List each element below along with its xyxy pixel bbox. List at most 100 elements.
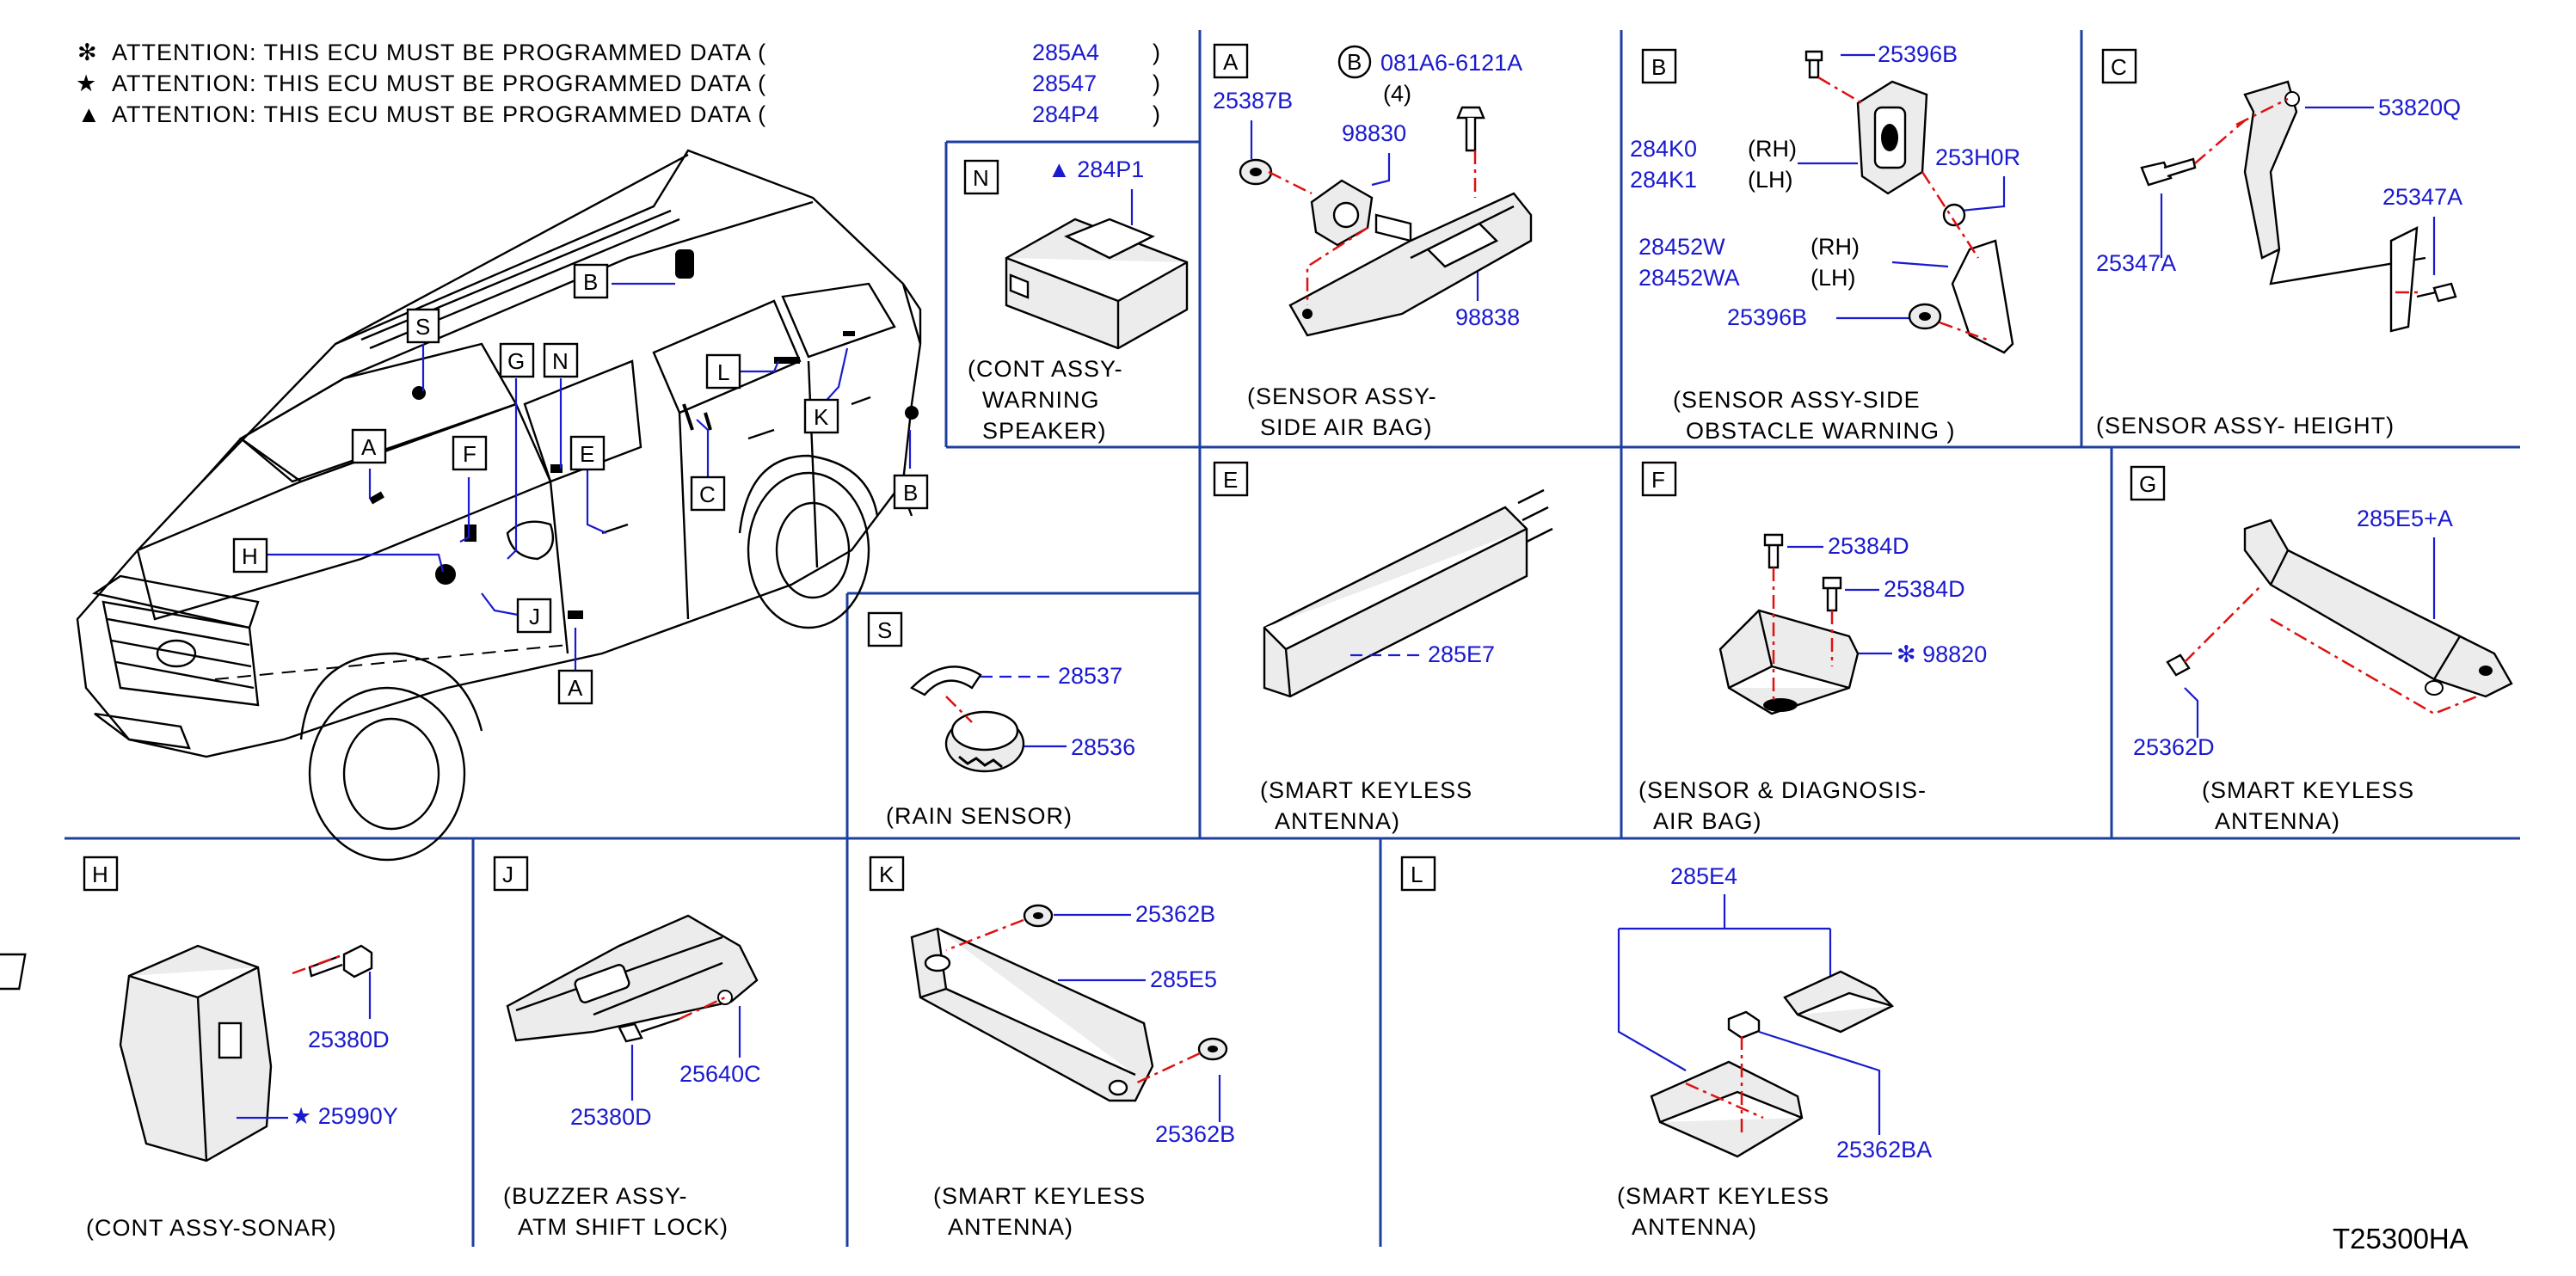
part-number-285E7[interactable]: 285E7 (1428, 641, 1495, 667)
caption-line: ANTENNA) (948, 1214, 1073, 1240)
callout-A[interactable]: A (351, 428, 387, 464)
attention-part-number[interactable]: 285A4 (1032, 40, 1099, 65)
caption-line: SIDE AIR BAG) (1260, 414, 1433, 440)
part-number-25380D[interactable]: 25380D (308, 1027, 390, 1052)
part-number-284P1[interactable]: ▲ 284P1 (1048, 156, 1144, 182)
panel-letter: B (1651, 54, 1666, 80)
svg-text:S: S (415, 314, 430, 340)
panel-letter: L (1411, 862, 1423, 887)
svg-text:F: F (463, 441, 476, 467)
panel-letter: E (1223, 467, 1238, 493)
svg-text:N: N (552, 348, 569, 374)
panel-letter: S (877, 617, 892, 643)
attention-close: ) (1153, 101, 1161, 127)
attention-part-number[interactable]: 28547 (1032, 71, 1097, 96)
part-number-253H0R[interactable]: 253H0R (1935, 144, 2020, 170)
callout-K[interactable]: K (803, 398, 839, 434)
attention-symbol: ✻ (77, 40, 98, 65)
panel-K-smart-keyless-antenna: K 25362B 285E5 25362B (SMART KEYLESS ANT… (869, 856, 1235, 1240)
part-number-53820Q[interactable]: 53820Q (2378, 95, 2461, 120)
part-number-285E4[interactable]: 285E4 (1670, 863, 1737, 889)
panel-N-warning-speaker: N ▲ 284P1 (CONT ASSY- WARNING SPEAKER) (963, 156, 1189, 444)
caption-line: SPEAKER) (982, 418, 1107, 444)
callout-A-lower[interactable]: A (557, 669, 593, 705)
caption-line: ANTENNA) (1632, 1214, 1757, 1240)
part-number-98830[interactable]: 98830 (1342, 120, 1406, 146)
svg-text:B: B (1347, 49, 1362, 75)
panel-letter: N (973, 165, 989, 191)
attention-text: ATTENTION: THIS ECU MUST BE PROGRAMMED D… (112, 40, 766, 65)
svg-text:L: L (717, 359, 729, 385)
part-number-284K1[interactable]: 284K1 (1630, 167, 1697, 193)
part-number-285E5+A[interactable]: 285E5+A (2357, 506, 2453, 531)
part-number-25990Y[interactable]: ★ 25990Y (291, 1103, 398, 1129)
part-number-25362D[interactable]: 25362D (2133, 734, 2215, 760)
caption-line: (SMART KEYLESS (1617, 1183, 1829, 1209)
part-number-25380D[interactable]: 25380D (570, 1104, 652, 1130)
attention-notes: ✻ ATTENTION: THIS ECU MUST BE PROGRAMMED… (76, 40, 1161, 127)
part-number-25347A[interactable]: 25347A (2382, 184, 2462, 210)
part-number-285E5[interactable]: 285E5 (1150, 966, 1217, 992)
part-number-25362B[interactable]: 25362B (1135, 901, 1215, 927)
caption-line: (SENSOR ASSY-SIDE (1673, 387, 1921, 413)
part-number-25362B[interactable]: 25362B (1155, 1121, 1235, 1147)
part-number-28452W[interactable]: 28452W (1638, 234, 1725, 260)
callout-G[interactable]: G (499, 342, 535, 378)
svg-text:(RH): (RH) (1748, 136, 1797, 162)
svg-text:C: C (699, 482, 716, 507)
part-number-98820[interactable]: ✻ 98820 (1897, 641, 1987, 667)
part-number-98838[interactable]: 98838 (1455, 304, 1520, 330)
part-number-284K0[interactable]: 284K0 (1630, 136, 1697, 162)
attention-part-number[interactable]: 284P4 (1032, 101, 1099, 127)
callout-J[interactable]: J (516, 598, 552, 634)
panel-letter: A (1223, 49, 1239, 75)
part-number-28537[interactable]: 28537 (1058, 663, 1122, 689)
panel-A-side-air-bag: A B 081A6-6121A (4) 25387B 98830 98838 (… (1213, 43, 1533, 440)
panel-letter: C (2111, 54, 2127, 80)
caption-line: (RAIN SENSOR) (886, 803, 1073, 829)
svg-text:(LH): (LH) (1748, 167, 1793, 193)
panel-letter: K (879, 862, 895, 887)
part-number-25347A[interactable]: 25347A (2096, 250, 2176, 276)
panel-L-smart-keyless-antenna: L 285E4 25362BA (SMART KEYLESS ANTENNA) (1400, 856, 1932, 1240)
part-number-25396B[interactable]: 25396B (1878, 41, 1958, 67)
caption-line: ANTENNA) (1275, 808, 1400, 834)
callout-S[interactable]: S (406, 308, 440, 344)
attention-close: ) (1153, 71, 1161, 96)
panel-C-height-sensor: C 53820Q 25347A 25347A (SENSOR ASSY- HEI… (2096, 48, 2462, 439)
svg-text:(RH): (RH) (1811, 234, 1860, 260)
svg-text:A: A (568, 675, 583, 701)
panel-grid (65, 30, 2520, 1247)
caption-line: (CONT ASSY-SONAR) (86, 1215, 337, 1241)
panel-B-side-obstacle-warning: B 25396B 284K0 (RH) 284K1 (LH) 253H0R 28… (1630, 41, 2020, 444)
callout-C[interactable]: C (690, 475, 726, 512)
part-number-28536[interactable]: 28536 (1071, 734, 1135, 760)
attention-symbol: ▲ (77, 101, 101, 127)
callout-N[interactable]: N (543, 342, 579, 378)
panel-letter: J (502, 862, 513, 887)
callout-B-rear[interactable]: B (893, 474, 929, 510)
caption-line: ANTENNA) (2215, 808, 2340, 834)
part-number-081A6-6121A[interactable]: 081A6-6121A (1380, 50, 1522, 76)
part-number-25396B[interactable]: 25396B (1727, 304, 1807, 330)
svg-text:B: B (903, 480, 918, 506)
callout-F[interactable]: F (452, 435, 488, 471)
attention-text: ATTENTION: THIS ECU MUST BE PROGRAMMED D… (112, 71, 766, 96)
panel-G-smart-keyless-antenna: G 285E5+A 25362D (SMART KEYLESS ANTENNA) (2130, 465, 2513, 834)
caption-line: (SENSOR ASSY- HEIGHT) (2096, 413, 2395, 439)
part-number-28452WA[interactable]: 28452WA (1638, 265, 1740, 291)
part-number-25387B[interactable]: 25387B (1213, 88, 1293, 113)
callout-B[interactable]: B (573, 263, 609, 299)
part-number-25362BA[interactable]: 25362BA (1836, 1137, 1932, 1163)
callout-E[interactable]: E (569, 435, 606, 471)
part-number-25384D[interactable]: 25384D (1828, 533, 1909, 559)
caption-line: ATM SHIFT LOCK) (518, 1214, 729, 1240)
panel-H-sonar-control: H 25380D ★ 25990Y (CONT ASSY-SONAR) (0, 856, 398, 1241)
part-number-25640C[interactable]: 25640C (679, 1061, 761, 1087)
caption-line: OBSTACLE WARNING ) (1686, 418, 1956, 444)
caption-line: (CONT ASSY- (968, 356, 1123, 382)
part-number-25384D[interactable]: 25384D (1884, 576, 1965, 602)
callout-H[interactable]: H (232, 537, 268, 574)
callout-L[interactable]: L (705, 353, 741, 390)
svg-text:(LH): (LH) (1811, 265, 1856, 291)
